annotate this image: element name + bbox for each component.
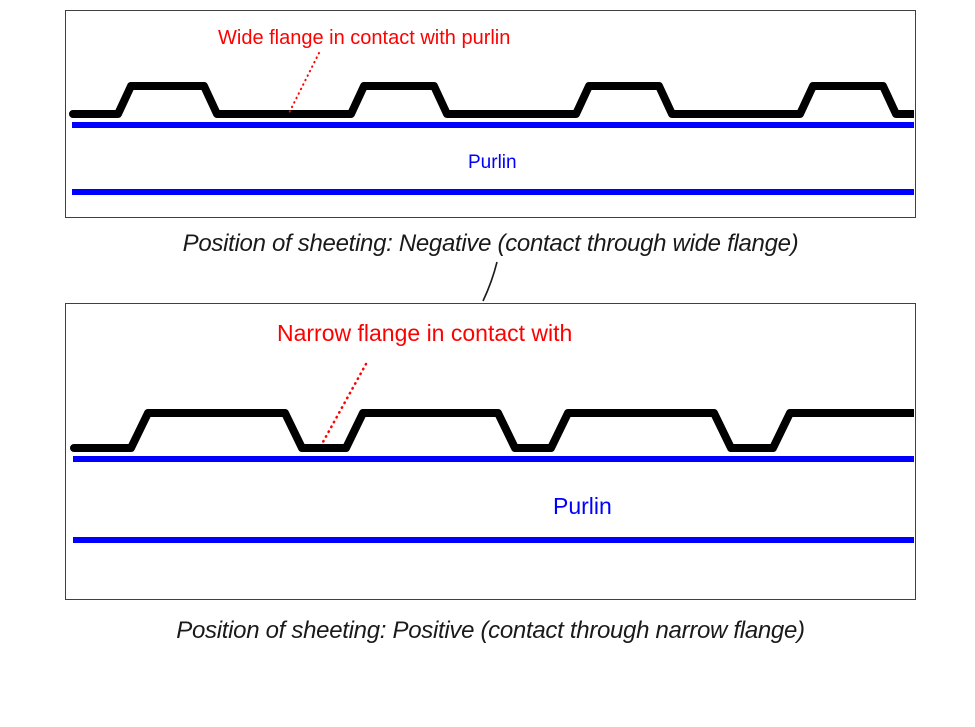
panel-positive-position: Narrow flange in contact with Purlin: [65, 303, 916, 600]
leader-line-wide-flange: [287, 52, 320, 116]
annotation-wide-flange: Wide flange in contact with purlin: [218, 27, 511, 49]
caption-negative-position: Position of sheeting: Negative (contact …: [182, 230, 799, 257]
annotation-narrow-flange: Narrow flange in contact with: [277, 320, 573, 346]
sheeting-profile-positive: [70, 409, 914, 452]
purlin-label: Purlin: [468, 152, 517, 173]
sheeting-profile-negative: [69, 82, 914, 118]
caption-positive-position: Position of sheeting: Positive (contact …: [176, 617, 805, 644]
panel-negative-drawing: [69, 52, 914, 195]
caption-to-panel-connector-line: [482, 261, 498, 302]
leader-line-narrow-flange: [321, 362, 368, 444]
panel-negative-position: Wide flange in contact with purlin Purli…: [65, 10, 916, 218]
purlin-label: Purlin: [553, 493, 612, 519]
panel-positive-drawing: [70, 362, 914, 543]
